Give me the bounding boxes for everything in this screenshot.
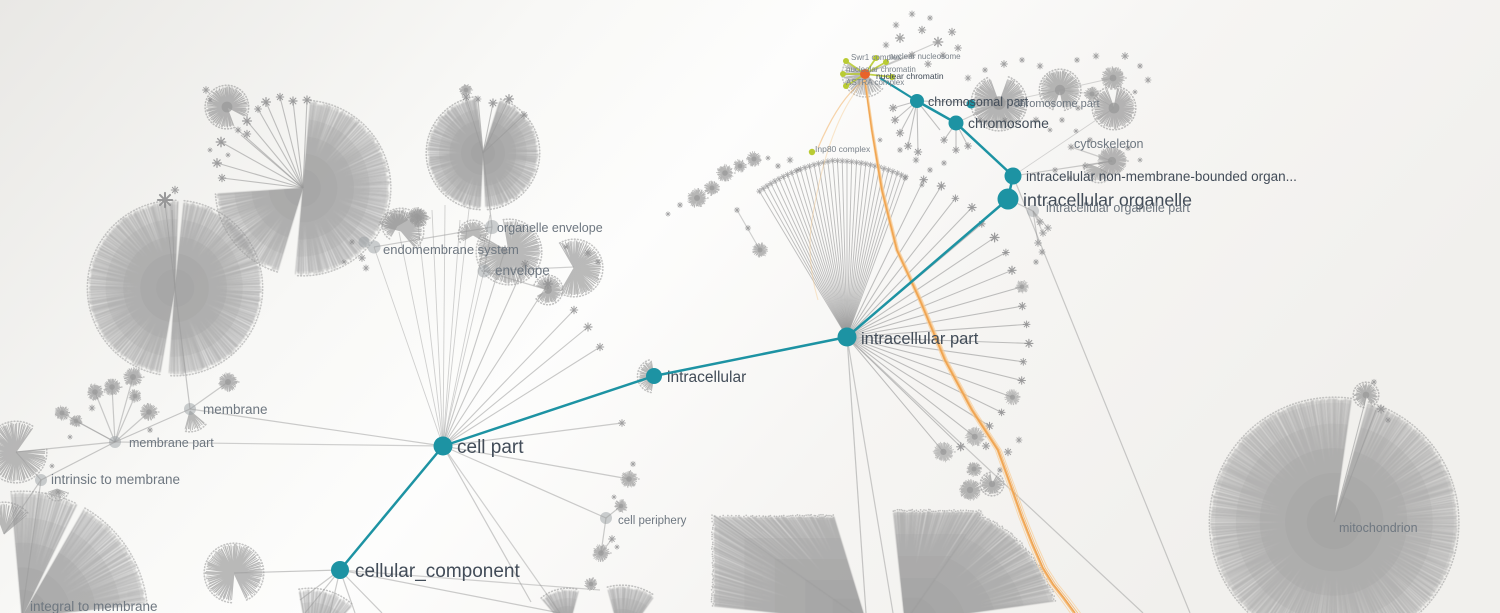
svg-text:ASTRA complex: ASTRA complex [846,78,904,87]
svg-text:membrane: membrane [203,402,268,417]
svg-text:intracellular organelle: intracellular organelle [1023,190,1192,210]
svg-text:Inp80 complex: Inp80 complex [815,144,871,154]
svg-text:intracellular organelle part: intracellular organelle part [1046,201,1190,215]
svg-text:envelope: envelope [495,263,550,278]
svg-text:cell part: cell part [457,437,524,458]
svg-text:intracellular non-membrane-bou: intracellular non-membrane-bounded organ… [1026,169,1297,184]
svg-text:intracellular part: intracellular part [861,330,979,348]
svg-text:endomembrane system: endomembrane system [383,242,519,257]
svg-text:Swr1 complex: Swr1 complex [851,53,901,62]
svg-text:intrinsic to membrane: intrinsic to membrane [51,472,180,487]
svg-text:nuclear chromatin: nuclear chromatin [876,71,944,81]
svg-text:nucleolar chromatin: nucleolar chromatin [846,65,916,74]
svg-text:mitochondrion: mitochondrion [1339,521,1418,535]
svg-text:cytoskeleton: cytoskeleton [1074,137,1144,151]
svg-text:chromosome part: chromosome part [1014,98,1100,110]
svg-text:membrane part: membrane part [129,436,214,450]
svg-text:cellular_component: cellular_component [355,561,520,582]
svg-text:chromosomal part: chromosomal part [928,95,1029,109]
svg-text:organelle envelope: organelle envelope [497,221,603,235]
svg-text:chromosome: chromosome [968,115,1049,131]
svg-text:cell periphery: cell periphery [618,515,687,527]
svg-text:intracellular: intracellular [667,369,746,386]
svg-text:integral to membrane: integral to membrane [30,599,158,613]
svg-text:nuclear nucleosome: nuclear nucleosome [889,52,961,61]
